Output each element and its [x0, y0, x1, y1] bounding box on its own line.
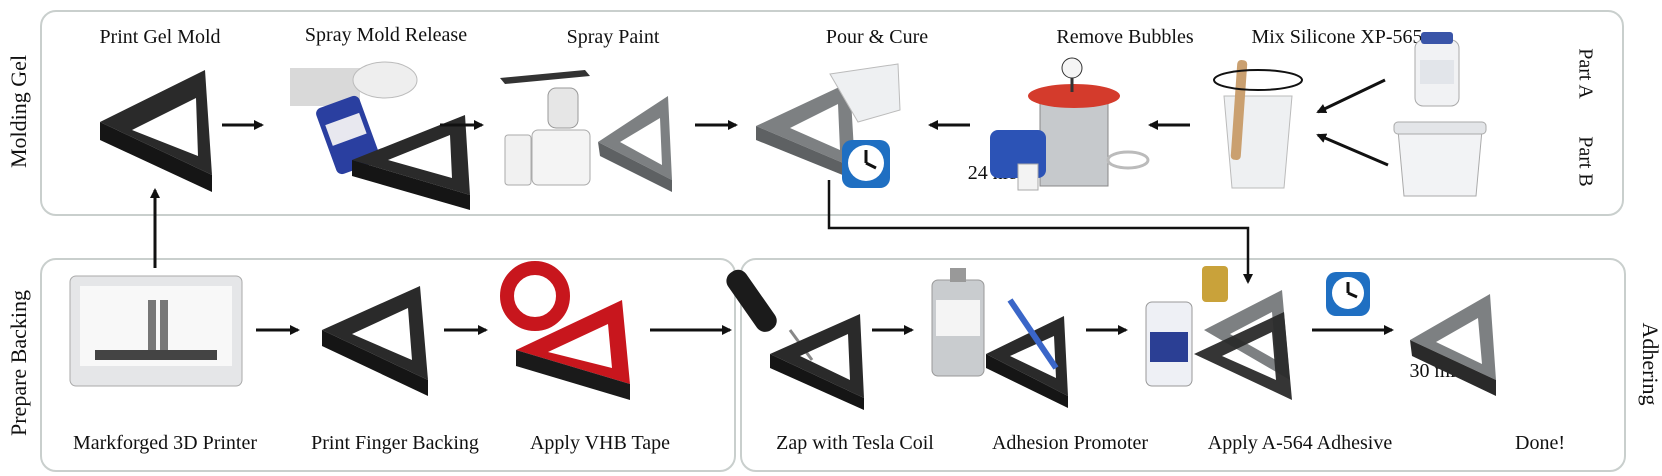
arrow-part-a-to-mix — [1316, 78, 1386, 114]
tesla-coil-image — [726, 269, 864, 410]
arrow-gel-to-adhesive — [827, 180, 1253, 284]
part-b-bucket-image — [1393, 121, 1487, 197]
molding-gel-panel — [40, 10, 1624, 216]
step-label-print-gel-mold: Print Gel Mold — [99, 26, 221, 48]
step-label-remove-bubbles: Remove Bubbles — [1056, 26, 1194, 48]
spray-paint-image — [500, 70, 672, 192]
black-backing-image — [322, 286, 428, 396]
mold-release-image — [290, 61, 470, 210]
step-label-spray-paint: Spray Paint — [566, 26, 660, 48]
clock-icon-2 — [1326, 272, 1370, 316]
step-label-markforged-printer: Markforged 3D Printer — [72, 432, 258, 454]
mix-silicone-image — [1213, 60, 1303, 189]
part-a-bottle-image — [1414, 32, 1460, 107]
step-label-mix-silicone: Mix Silicone XP-565 — [1251, 26, 1423, 48]
step-label-pour-cure: Pour & Cure — [825, 26, 929, 48]
step-label-apply-adhesive: Apply A-564 Adhesive — [1207, 432, 1393, 454]
adhesive-image — [1145, 266, 1292, 400]
vhb-tape-image — [500, 261, 630, 400]
step-label-done: Done! — [1515, 432, 1565, 454]
arrow-part-b-to-mix — [1316, 133, 1389, 167]
step-label-zap-tesla-coil: Zap with Tesla Coil — [776, 432, 934, 454]
step-label-spray-mold-release: Spray Mold Release — [304, 24, 468, 46]
clock-icon — [842, 140, 890, 188]
markforged-printer-image — [69, 275, 243, 387]
pour-cure-image — [756, 63, 901, 180]
done-finger-image — [1410, 294, 1496, 396]
black-mold-image-1 — [100, 70, 212, 192]
step-label-print-finger-backing: Print Finger Backing — [311, 432, 479, 454]
adhesion-promoter-image — [931, 268, 1068, 408]
step-label-apply-vhb-tape: Apply VHB Tape — [529, 432, 671, 454]
step-label-adhesion-promoter: Adhesion Promoter — [991, 432, 1149, 454]
vacuum-chamber-image — [990, 57, 1150, 191]
